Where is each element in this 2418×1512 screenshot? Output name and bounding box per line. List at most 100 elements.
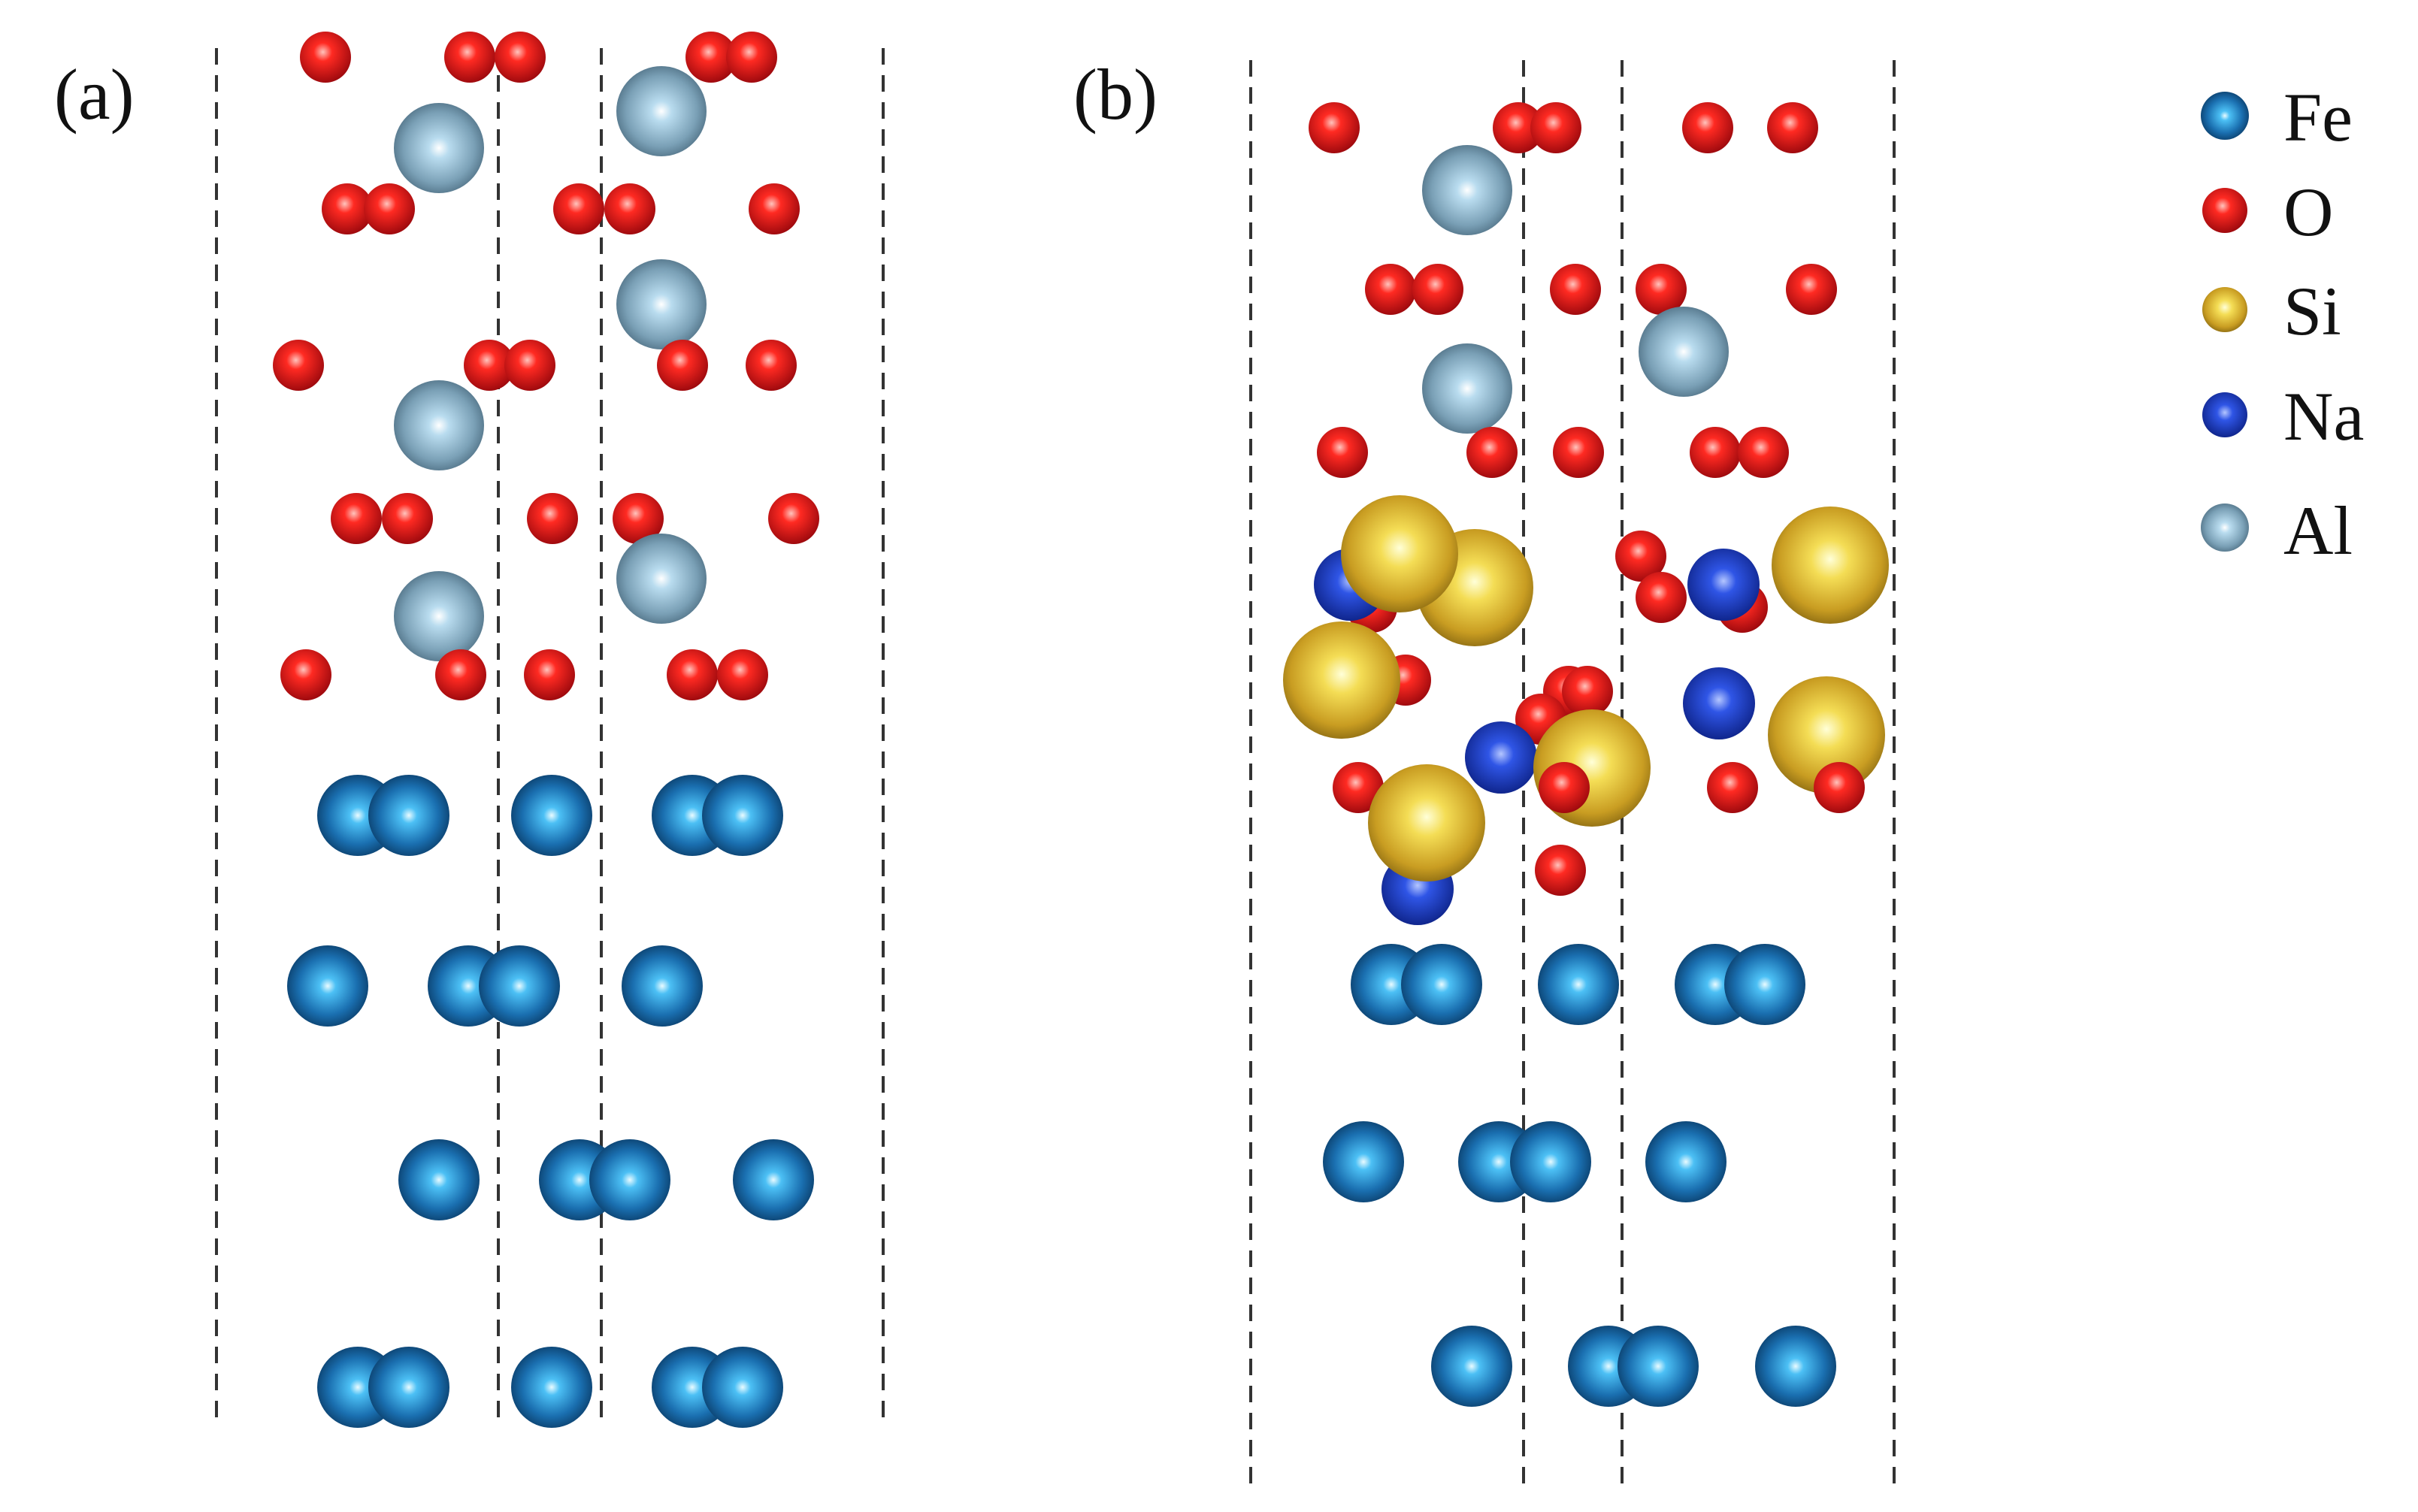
panel-b-atom-o-22 xyxy=(1562,666,1613,717)
panel-b-atom-si-3 xyxy=(1341,495,1458,612)
panel-a-atom-fe-8 xyxy=(479,945,560,1027)
legend-swatch-al xyxy=(2201,503,2249,552)
panel-a-atom-o-6 xyxy=(322,183,373,234)
panel-a-atom-al-2 xyxy=(616,66,707,156)
panel-a-atom-al-4 xyxy=(394,380,484,470)
panel-b-atom-si-5 xyxy=(1768,676,1885,794)
panel-a-atom-o-23 xyxy=(524,649,575,700)
panel-b-atom-o-15 xyxy=(1738,427,1789,478)
panel-a-atom-o-16 xyxy=(331,493,382,544)
panel-a-atom-al-1 xyxy=(394,103,484,193)
panel-a-atom-al-6 xyxy=(616,534,707,624)
legend-swatch-o xyxy=(2202,188,2247,233)
panel-a-atom-o-22 xyxy=(435,649,486,700)
panel-a-atom-o-20 xyxy=(768,493,819,544)
panel-b-atom-na-2 xyxy=(1687,549,1760,621)
panel-a-atom-al-3 xyxy=(616,259,707,349)
legend-swatch-fe xyxy=(2201,92,2249,140)
panel-a-atom-o-12 xyxy=(464,340,515,391)
legend-entry-si: Si xyxy=(2202,273,2341,349)
panel-b-atom-na-4 xyxy=(1465,721,1537,794)
panel-a-atom-fe-15 xyxy=(368,1347,449,1428)
panel-b-atom-o-11 xyxy=(1317,427,1368,478)
legend-entry-o: O xyxy=(2202,174,2333,250)
panel-b-atom-fe-5 xyxy=(1724,944,1805,1025)
panel-b-atom-o-13 xyxy=(1553,427,1604,478)
legend-entry-na: Na xyxy=(2202,378,2364,455)
panel-a-atom-o-17 xyxy=(382,493,433,544)
panel-a-atom-o-19 xyxy=(613,493,664,544)
panel-b-atom-o-7 xyxy=(1412,264,1463,315)
legend-label-al: Al xyxy=(2283,492,2353,569)
panel-a-atom-o-3 xyxy=(495,32,546,83)
legend-entry-al: Al xyxy=(2201,492,2353,569)
panel-a-atom-fe-5 xyxy=(702,775,783,856)
panel-a-atoms xyxy=(273,32,819,1428)
panel-a-atom-o-14 xyxy=(657,340,708,391)
legend-label-na: Na xyxy=(2283,378,2364,455)
legend-swatch-si xyxy=(2202,287,2247,332)
panel-b-atom-o-18 xyxy=(1615,531,1666,582)
panel-a-atom-o-9 xyxy=(604,183,655,234)
panel-b-atom-o-4 xyxy=(1682,102,1733,153)
element-legend: Fe O Si Na Al xyxy=(2201,79,2364,569)
panel-a-atom-o-2 xyxy=(444,32,495,83)
panel-a-atom-o-24 xyxy=(667,649,718,700)
panel-b-atom-al-2 xyxy=(1422,343,1512,434)
panel-b-atom-o-12 xyxy=(1466,427,1518,478)
panel-b-atom-o-1 xyxy=(1309,102,1360,153)
panel-b-atom-fe-8 xyxy=(1510,1121,1591,1202)
panel-b-atom-o-14 xyxy=(1690,427,1741,478)
panel-a-atom-o-10 xyxy=(749,183,800,234)
panel-b-atom-fe-2 xyxy=(1401,944,1482,1025)
panel-b-atom-al-1 xyxy=(1422,145,1512,235)
panel-b-atom-fe-13 xyxy=(1755,1326,1836,1407)
panel-a-cell-boundaries xyxy=(215,48,885,1420)
panel-b-atom-fe-10 xyxy=(1431,1326,1512,1407)
panel-a-atom-fe-16 xyxy=(511,1347,592,1428)
legend-label-fe: Fe xyxy=(2283,79,2353,156)
panel-b-atom-o-2 xyxy=(1493,102,1544,153)
panel-a-atom-o-11 xyxy=(273,340,324,391)
panel-a-atom-fe-9 xyxy=(622,945,703,1027)
panel-a-atom-fe-10 xyxy=(398,1139,480,1220)
panel-b-atom-fe-6 xyxy=(1323,1121,1404,1202)
panel-a-atom-al-5 xyxy=(394,571,484,661)
panel-a-atom-fe-18 xyxy=(702,1347,783,1428)
panel-a-atom-fe-2 xyxy=(368,775,449,856)
panel-b-atom-na-3 xyxy=(1683,667,1755,739)
panel-b-atom-si-4 xyxy=(1772,507,1889,624)
panel-b-atom-o-10 xyxy=(1786,264,1837,315)
panel-a-atom-o-21 xyxy=(280,649,331,700)
panel-b-atom-si-7 xyxy=(1368,764,1485,881)
panel-a-atom-o-1 xyxy=(300,32,351,83)
panel-a-atom-o-15 xyxy=(746,340,797,391)
panel-b-atom-o-3 xyxy=(1530,102,1581,153)
panel-b-atom-o-25 xyxy=(1707,762,1758,813)
panel-a-atom-o-5 xyxy=(726,32,777,83)
panel-b-atom-fe-12 xyxy=(1618,1326,1699,1407)
panel-a-atom-o-7 xyxy=(364,183,415,234)
panel-b-atom-o-26 xyxy=(1333,762,1384,813)
panel-b-atom-fe-3 xyxy=(1538,944,1619,1025)
legend-swatch-na xyxy=(2202,392,2247,437)
panel-a-atom-o-13 xyxy=(504,340,555,391)
panel-label-b: (b) xyxy=(1073,54,1158,135)
panel-a-atom-o-8 xyxy=(553,183,604,234)
legend-entry-fe: Fe xyxy=(2201,79,2353,156)
panel-b-atoms xyxy=(1283,102,1889,1407)
panel-a-atom-fe-6 xyxy=(287,945,368,1027)
panel-b-atom-fe-9 xyxy=(1645,1121,1726,1202)
panel-b-atom-si-1 xyxy=(1283,621,1400,739)
panel-b-atom-o-28 xyxy=(1535,845,1586,896)
panel-a-atom-o-18 xyxy=(527,493,578,544)
panel-a-atom-o-25 xyxy=(717,649,768,700)
panel-b-atom-o-5 xyxy=(1767,102,1818,153)
panel-a-atom-fe-3 xyxy=(511,775,592,856)
panel-b-atom-o-6 xyxy=(1365,264,1416,315)
panel-b-atom-al-3 xyxy=(1639,307,1729,397)
panel-a-atom-o-4 xyxy=(685,32,737,83)
panel-a-atom-fe-13 xyxy=(733,1139,814,1220)
panel-b-atom-o-24 xyxy=(1814,762,1865,813)
